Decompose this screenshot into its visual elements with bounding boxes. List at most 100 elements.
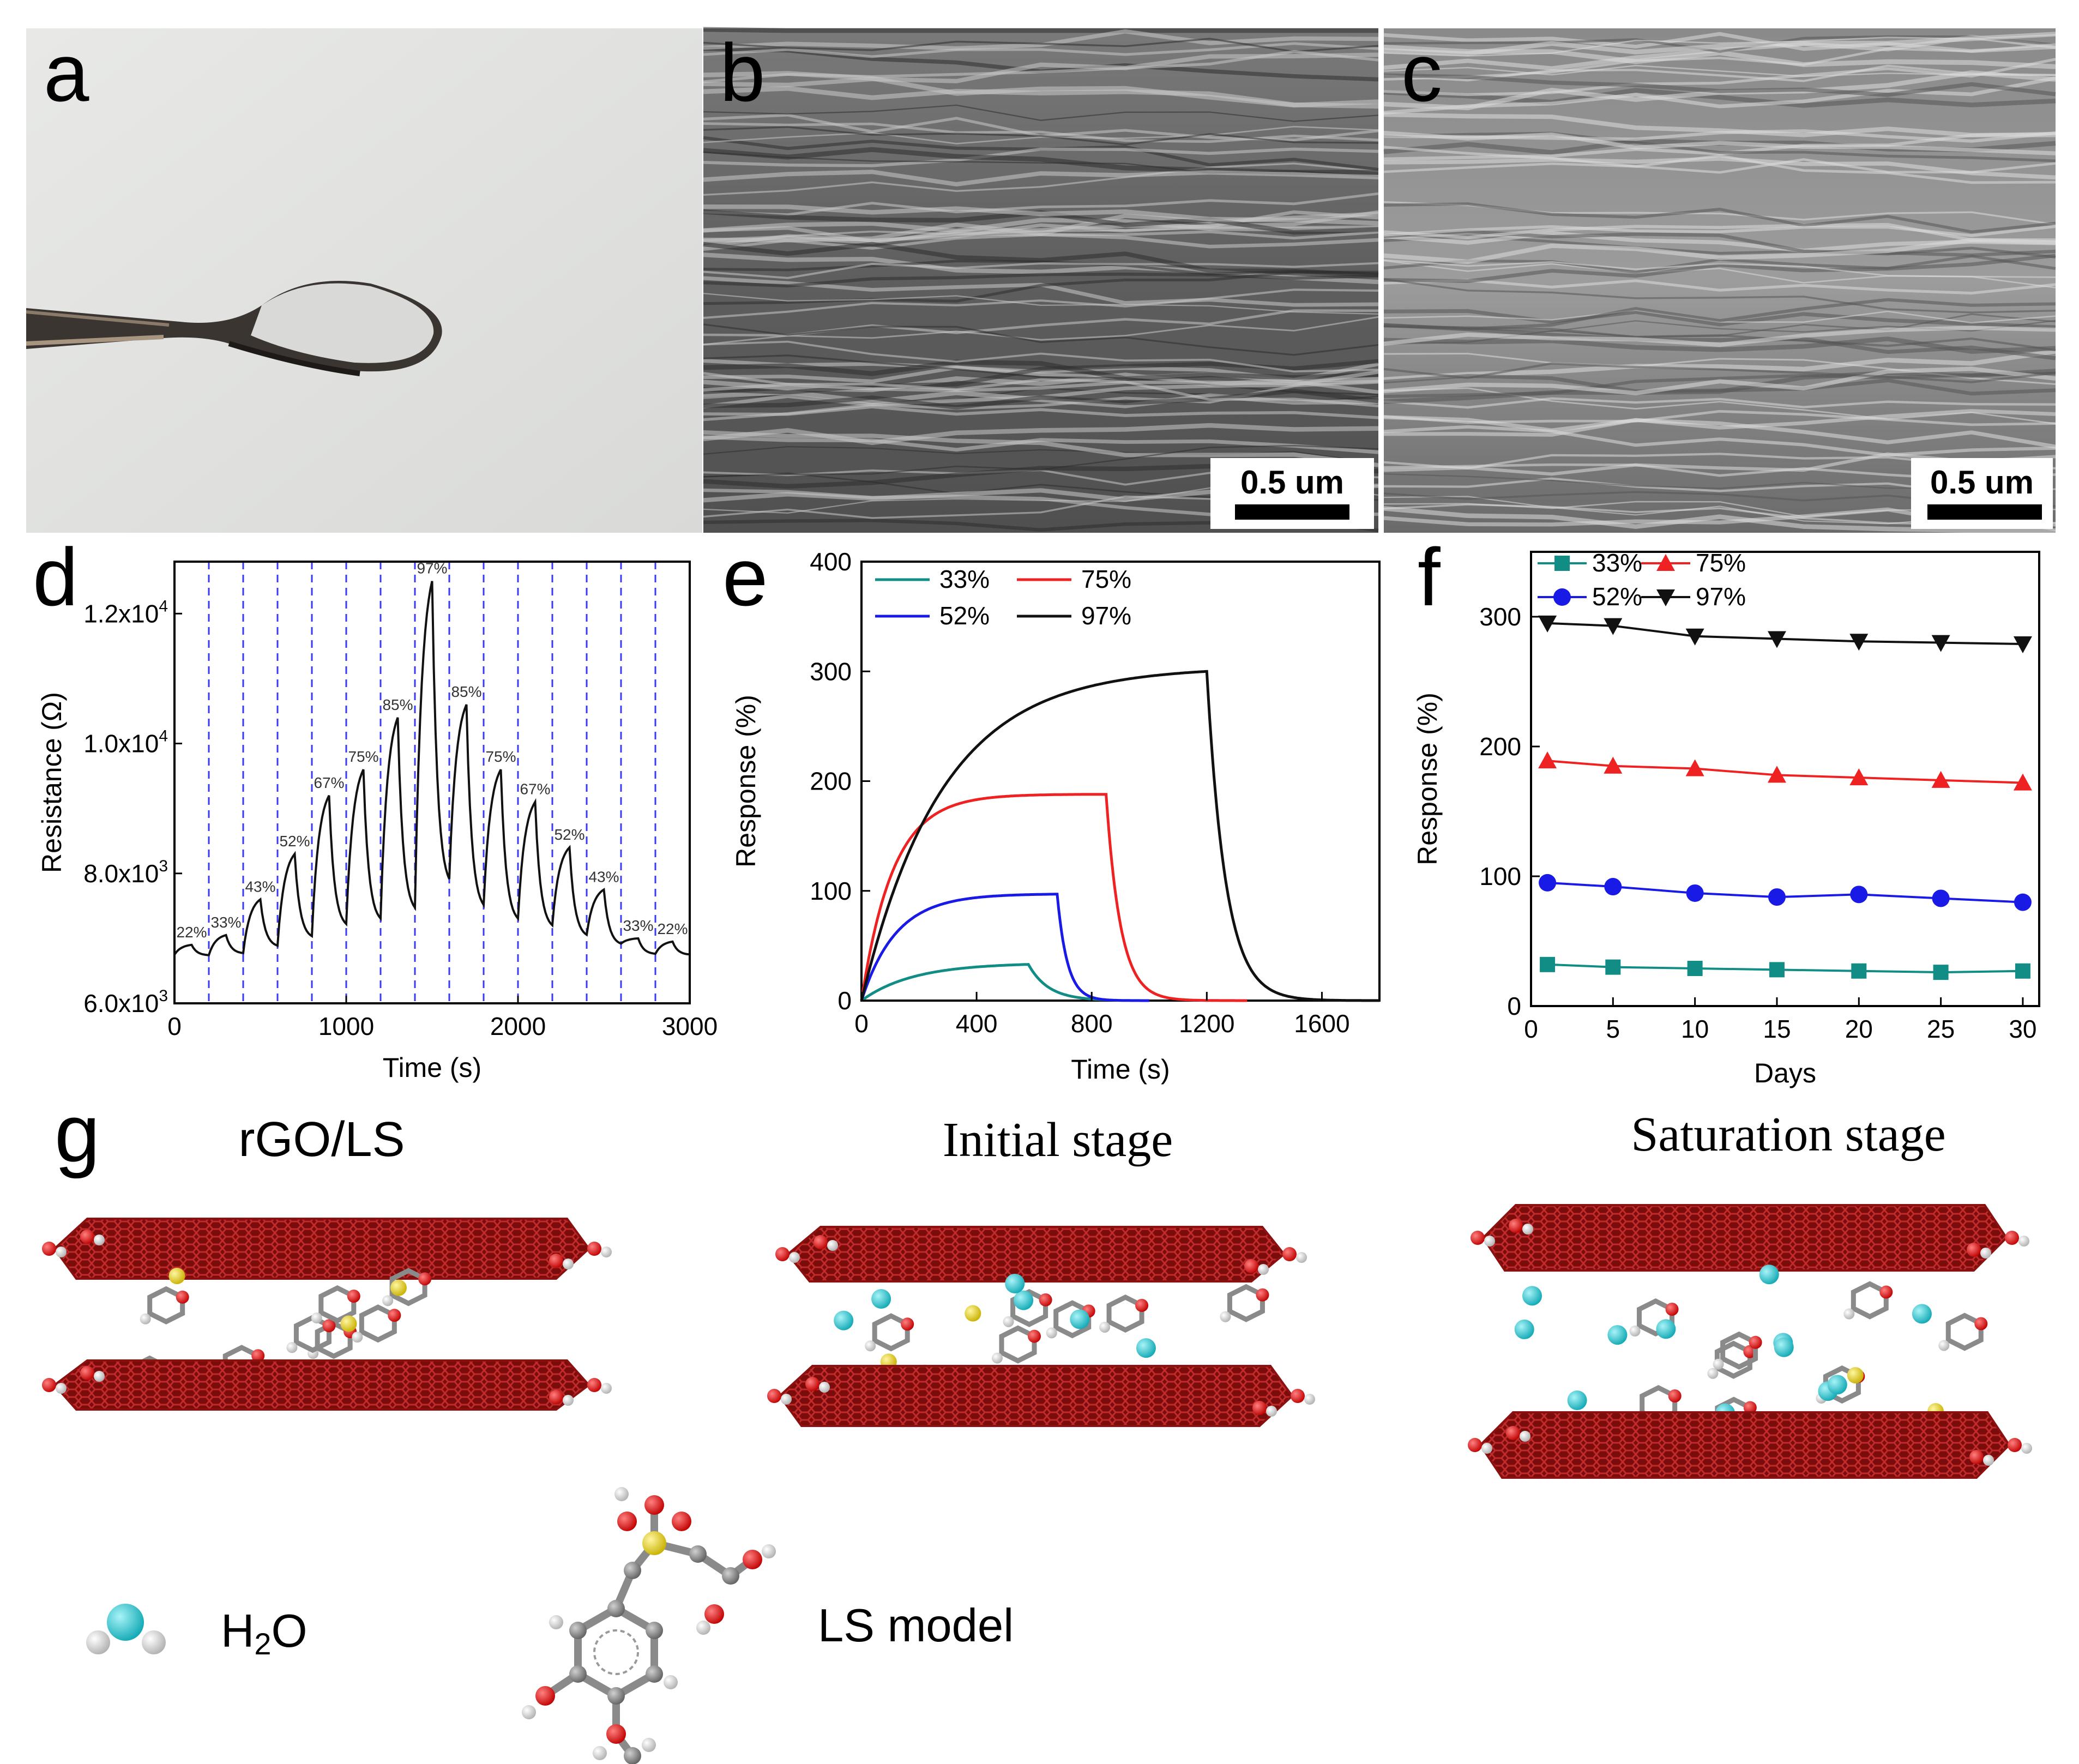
oxygen-atom [347,1290,360,1303]
sem-layer [1383,222,2056,242]
legend-label: 52% [1592,582,1642,611]
sem-layer [1383,225,2056,237]
y-tick-label: 300 [1479,603,1521,631]
sem-layer [703,380,1379,393]
oxygen-atom [1749,1335,1762,1349]
hydrogen-atom [1003,1316,1014,1327]
carbon-atom [624,1562,641,1579]
marker-triangle-up [1656,554,1675,571]
sem-layer [1383,229,2056,257]
marker-triangle-up [2013,773,2032,791]
marker-triangle-down [2013,636,2032,653]
carbon-atom [569,1665,587,1683]
hydrogen-atom [614,1487,629,1501]
legend-h2o: H2O [86,1604,308,1661]
sem-layer [703,323,1379,356]
oxygen-atom [42,1378,56,1392]
oxygen-atom [1471,1231,1485,1245]
hydrogen-atom [827,1240,838,1251]
hydrogen-atom [382,1295,394,1307]
scale-bar-c [1927,504,2042,520]
sem-layer [1383,409,2056,437]
ls-model-label: LS model [818,1600,1014,1652]
water-atom [1567,1390,1587,1410]
hydrogen-atom [762,1544,776,1558]
carbon-atom [607,1687,625,1705]
series-52pct [860,893,1149,1002]
sem-layer [703,340,1379,372]
series-75pct [860,793,1248,1002]
lignin-ring [1945,1313,1984,1351]
series-33pct [860,963,1106,1002]
hydrogen-atom [1046,1327,1057,1339]
oxygen-atom [176,1290,189,1304]
panel-a: a [26,27,702,533]
sem-layer [703,372,1379,407]
hydrogen-atom [601,1383,612,1394]
sem-layer [1383,129,2056,143]
hydrogen-atom [1266,1406,1277,1417]
sem-layer [703,445,1379,478]
oxygen-atom [2008,1438,2022,1452]
sem-layer [703,42,1379,58]
carbon-atom [722,1567,739,1585]
oxygen-atom [1879,1285,1893,1299]
sem-layer [1383,146,2056,184]
sem-layer [1383,202,2056,234]
panel-b-letter: b [720,27,765,118]
hydrogen-atom [311,1313,322,1324]
y-tick-label: 1.0x104 [83,727,168,758]
sem-layer [1383,88,2056,108]
oxygen-atom [1468,1438,1482,1452]
lignin-ring [147,1286,185,1324]
sem-layer [1383,158,2056,174]
sulfur-atom [340,1315,357,1332]
oxygen-atom [1665,1303,1679,1316]
peak-label: 85% [382,696,413,713]
hydrogen-atom [1099,1321,1111,1333]
hydrogen-atom [1938,1340,1950,1351]
sem-layer [1383,326,2056,347]
sem-layer [1383,259,2056,278]
panel-c: c 0.5 um [1383,27,2056,533]
oxygen-atom [1291,1389,1305,1403]
marker-triangle-down [1604,618,1623,635]
peak-label: 33% [210,914,241,931]
water-atom [1005,1273,1025,1293]
oxygen-atom [805,1377,819,1391]
water-atom [1656,1319,1676,1339]
marker-circle [1932,889,1950,907]
graphene-sheet [53,1218,590,1280]
marker-square [1851,963,1867,979]
sem-layer [1383,309,2056,329]
peak-label: 52% [279,833,310,850]
legend-label: 75% [1696,549,1746,577]
sem-layer [703,71,1379,108]
oxygen-atom [388,1309,401,1322]
panel-a-letter: a [44,27,89,118]
marker-triangle-up [1685,759,1704,776]
y-tick-label: 8.0x103 [83,857,168,888]
peak-label: 75% [485,748,516,765]
peak-label: 43% [245,878,275,895]
hydrogen-atom [1843,1308,1855,1320]
marker-circle [1539,874,1557,892]
oxygen-atom [1244,1259,1258,1273]
peak-label: 85% [451,683,481,700]
sem-layer [1383,76,2056,115]
oxygen-atom [644,1495,664,1515]
hydrogen-atom [992,1352,1003,1364]
graphene-sheet [786,1226,1286,1283]
sem-layer [1383,397,2056,409]
oxygen-atom [1506,1426,1520,1440]
carbon-atom [646,1622,663,1639]
title-rgo-ls: rGO/LS [238,1112,405,1167]
graphene-sheet [1481,1204,2008,1272]
sem-layer [703,230,1379,251]
sem-layer [703,423,1379,445]
oxygen-atom [80,1230,94,1244]
oxygen-atom [587,1242,601,1256]
molecular-models [42,1204,2032,1479]
oxygen-atom [1509,1219,1523,1233]
